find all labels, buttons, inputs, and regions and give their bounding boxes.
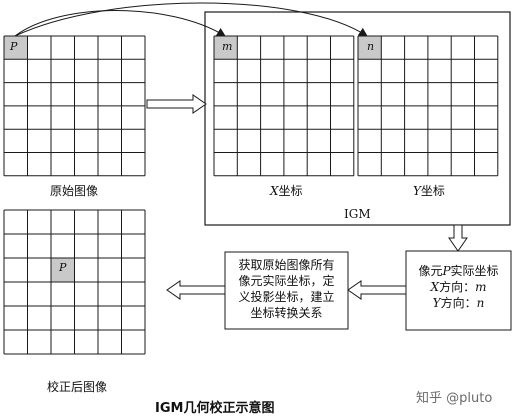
label-original-image: 原始图像	[50, 184, 99, 198]
transform-line-4: 坐标转换关系	[250, 306, 323, 320]
cell-label-p-original: P	[10, 40, 18, 53]
hollow-arrow-original-to-igm	[146, 94, 207, 114]
cell-label-m: m	[222, 40, 233, 53]
highlighted-cell	[214, 36, 238, 60]
curve-arrow-p-to-n	[14, 2, 368, 37]
coords-line-1-pre: 像元	[418, 264, 443, 278]
transform-line-2: 像元实际坐标，定	[238, 274, 335, 288]
label-x-var: X	[270, 184, 279, 198]
label-x-text: 坐标	[278, 184, 303, 198]
hollow-arrow-transform-to-corrected	[166, 280, 226, 300]
watermark: 知乎 @pluto	[416, 391, 493, 406]
highlighted-cell	[51, 258, 75, 282]
coords-line-2-text: 方向：	[439, 280, 476, 294]
cell-label-p-corrected: P	[59, 261, 67, 274]
coords-box	[405, 250, 512, 331]
coords-line-2-var: X	[430, 280, 440, 294]
original-image-grid	[3, 35, 146, 177]
igm-frame	[204, 11, 511, 226]
transform-box-text: 获取原始图像所有 像元实际坐标，定 义投影坐标，建立 坐标转换关系	[227, 257, 346, 321]
transform-line-1: 获取原始图像所有	[238, 258, 335, 272]
coords-line-2-val: m	[475, 280, 487, 294]
coords-line-3-var: Y	[432, 296, 441, 310]
label-igm: IGM	[344, 207, 371, 221]
cell-label-n: n	[367, 40, 375, 53]
coords-line-3-text: 方向：	[440, 296, 477, 310]
hollow-arrow-coords-to-transform	[347, 280, 407, 300]
highlighted-cell	[4, 36, 28, 60]
transform-line-3: 义投影坐标，建立	[238, 290, 335, 304]
x-coordinate-grid	[213, 35, 355, 177]
coords-line-2: X方向：m	[408, 279, 509, 295]
coords-line-1-var: P	[442, 264, 451, 278]
transform-box	[224, 251, 349, 330]
coords-line-1: 像元P实际坐标	[408, 263, 509, 279]
highlighted-cell	[358, 36, 382, 60]
coords-line-3: Y方向：n	[408, 295, 509, 311]
label-y-coordinate: Y坐标	[413, 185, 445, 197]
figure-caption: IGM几何校正示意图	[155, 401, 275, 416]
corrected-image-grid	[3, 209, 146, 355]
coords-box-text: 像元P实际坐标 X方向：m Y方向：n	[408, 263, 509, 311]
hollow-arrow-igm-to-coords	[448, 224, 468, 252]
label-corrected-image: 校正后图像	[47, 380, 108, 394]
coords-line-3-val: n	[476, 296, 485, 310]
label-y-var: Y	[413, 184, 421, 198]
coords-line-1-post: 实际坐标	[450, 264, 499, 278]
y-coordinate-grid	[357, 35, 499, 177]
label-x-coordinate: X坐标	[270, 185, 303, 197]
curve-arrow-p-to-m	[14, 10, 226, 37]
label-y-text: 坐标	[420, 184, 445, 198]
